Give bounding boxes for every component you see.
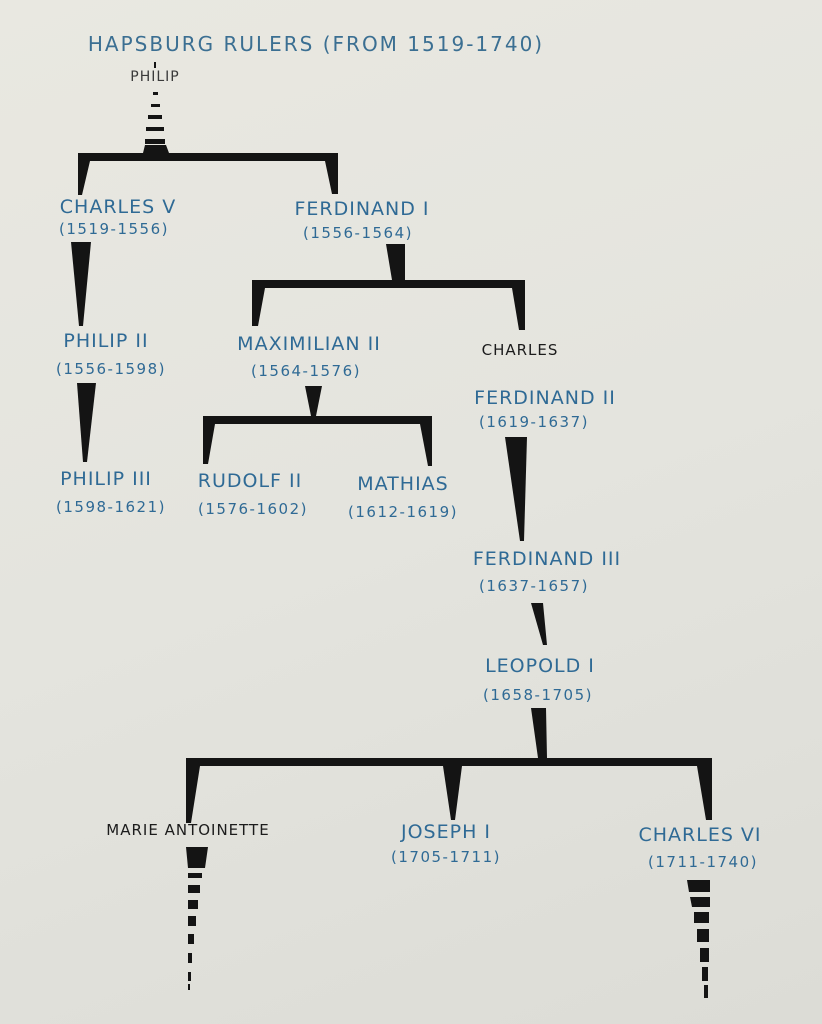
marie-antoinette-lineage-dashes [186, 847, 208, 990]
node-charles-vi-dates: (1711-1740) [648, 853, 758, 871]
node-philip-ii: PHILIP II [63, 330, 149, 352]
charles-vi-lineage-dashes [687, 880, 710, 998]
node-charles: CHARLES [481, 341, 559, 359]
node-joseph-i: JOSEPH I [400, 821, 492, 843]
node-rudolf-ii-dates: (1576-1602) [198, 500, 308, 518]
node-ferdinand-iii-dates: (1637-1657) [479, 577, 589, 595]
philip-lineage-dashes [143, 62, 169, 153]
node-ferdinand-iii: FERDINAND III [472, 548, 622, 570]
node-charles-v: CHARLES V [59, 196, 177, 218]
link-philip-ii-philip-iii [77, 383, 96, 462]
bracket-philip-children [78, 153, 338, 195]
bracket-leopold-children [186, 708, 712, 823]
node-mathias-dates: (1612-1619) [348, 503, 458, 521]
page-title: HAPSBURG RULERS (FROM 1519-1740) [87, 32, 545, 56]
node-ferdinand-ii: FERDINAND II [474, 387, 616, 409]
node-ferdinand-i-dates: (1556-1564) [303, 224, 413, 242]
node-joseph-i-dates: (1705-1711) [391, 848, 501, 866]
node-philip-iii: PHILIP III [60, 468, 152, 490]
link-ferdinand-ii-ferdinand-iii [505, 437, 527, 541]
node-philip-ii-dates: (1556-1598) [56, 360, 166, 378]
node-ferdinand-ii-dates: (1619-1637) [479, 413, 589, 431]
node-leopold-i-dates: (1658-1705) [483, 686, 593, 704]
link-ferdinand-i-down [252, 244, 525, 330]
node-mathias: MATHIAS [357, 473, 449, 495]
node-charles-vi: CHARLES VI [638, 824, 762, 846]
node-rudolf-ii: RUDOLF II [197, 470, 303, 492]
node-ferdinand-i: FERDINAND I [294, 198, 430, 220]
node-philip-iii-dates: (1598-1621) [56, 498, 166, 516]
node-charles-v-dates: (1519-1556) [59, 220, 169, 238]
link-charles-v-philip-ii [71, 242, 91, 326]
node-marie-antoinette: MARIE ANTOINETTE [106, 821, 270, 839]
bracket-maximilian-children [203, 386, 432, 466]
node-philip: PHILIP [130, 69, 180, 85]
link-ferdinand-iii-leopold-i [531, 603, 547, 645]
node-maximilian-ii: MAXIMILIAN II [237, 333, 381, 355]
node-leopold-i: LEOPOLD I [485, 655, 595, 677]
node-maximilian-ii-dates: (1564-1576) [251, 362, 361, 380]
